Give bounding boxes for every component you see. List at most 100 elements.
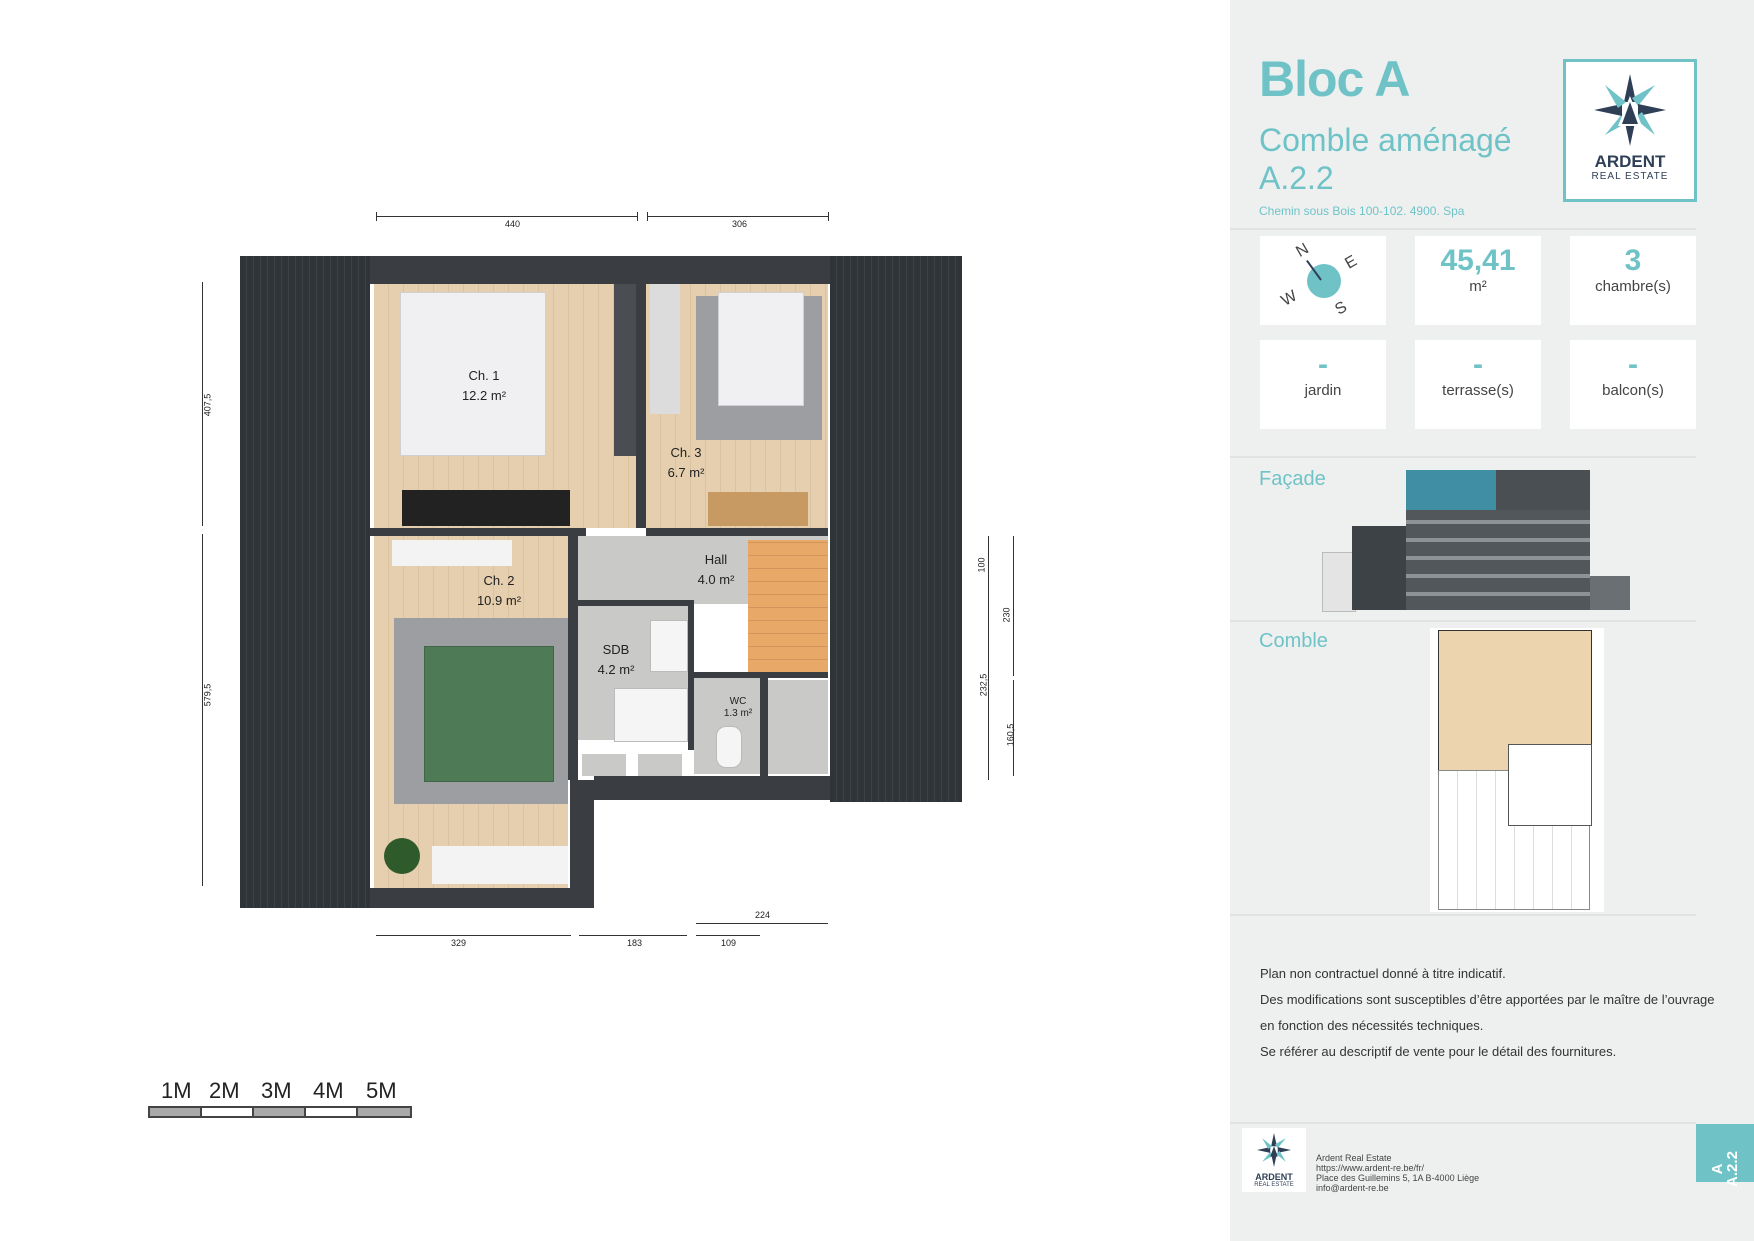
note-2: Des modifications sont susceptibles d’êt… [1260,992,1715,1007]
dim-line-top-2 [647,216,829,217]
dim-line-bottom-4 [696,923,828,924]
dim-right-2: 230 [1001,607,1012,623]
compass-s: S [1332,298,1350,319]
floor-plan: 440 306 407,5 579,5 100 230 232,5 160,5 [148,212,1016,1118]
scale-segment [252,1106,306,1118]
logo-sub: REAL ESTATE [1591,171,1669,182]
cabinet [582,754,626,776]
wall-ch1-ch3 [636,284,646,528]
wall-wc-storage [760,672,768,776]
wardrobe [614,284,636,456]
facade-main [1406,510,1590,610]
wall-ch2-sdb [568,536,578,780]
bed-ch3 [718,292,804,406]
dim-line-right-1 [988,536,989,604]
scale-label-5: 5M [366,1078,397,1103]
note-3: en fonction des nécessités techniques. [1260,1018,1484,1033]
dim-right-4: 160,5 [1005,723,1016,747]
shower [614,688,688,742]
rooms-card: 3 chambre(s) [1570,236,1696,325]
dim-top-2: 306 [732,219,748,229]
scale-segment [304,1106,358,1118]
footer-contact: Ardent Real Estate https://www.ardent-re… [1316,1153,1479,1193]
facade-title: Façade [1259,468,1326,490]
bloc-title: Bloc A [1259,51,1410,107]
compass-w: W [1278,287,1301,310]
dim-right-3: 232,5 [978,673,989,697]
footer-address: Place des Guillemins 5, 1A B-4000 Liège [1316,1173,1480,1183]
footer-logo-star-icon [1256,1132,1292,1168]
wall-notch [570,780,594,908]
dim-bottom-3: 109 [721,938,737,948]
tv-cabinet [402,490,570,526]
dim-line-left-1 [202,282,203,526]
balcony-card: - balcon(s) [1570,340,1696,429]
scale-label-1: 1M [161,1078,192,1103]
compass-card: N E S W [1260,236,1386,325]
terrace-value: - [1473,348,1483,381]
rooms-label: chambre(s) [1595,278,1671,295]
dim-line-bottom-2 [579,935,687,936]
scale-segment [200,1106,254,1118]
dim-bottom-2: 183 [627,938,643,948]
logo-box: ARDENT REAL ESTATE [1563,59,1697,202]
cabinet-ch2 [432,846,568,884]
plant [384,838,420,874]
toilet [716,726,742,768]
scale-label-3: 3M [261,1078,292,1103]
scale-segment [148,1106,202,1118]
wall-ch1-ch2 [370,528,586,536]
facade-image [1322,470,1630,612]
unit-tab-text: A A.2.2 [1709,1144,1741,1194]
facade-tree [1322,552,1356,612]
desk-ch3 [708,492,808,526]
facade-roof-teal [1406,470,1496,510]
footer-url[interactable]: https://www.ardent-re.be/fr/ [1316,1163,1425,1173]
scale-label-4: 4M [313,1078,344,1103]
garden-label: jardin [1304,382,1342,399]
divider [1230,228,1696,230]
dim-line-bottom-1 [376,935,571,936]
tab-unit: A.2.2 [1724,1151,1741,1187]
unit-type: Comble aménagé [1259,122,1512,158]
wall-sdb-wc [688,600,694,750]
dim-line-right-2 [988,604,989,780]
bed-ch1 [400,292,546,456]
dim-line-bottom-3 [696,935,760,936]
divider [1230,914,1696,916]
footer-company: Ardent Real Estate [1316,1153,1392,1163]
dim-bottom-1: 329 [451,938,467,948]
area-value: 45,41 [1440,244,1516,277]
cabinet [638,754,682,776]
garden-card: - jardin [1260,340,1386,429]
divider [1230,456,1696,458]
terrace-label: terrasse(s) [1442,382,1514,399]
area-unit: m² [1469,278,1487,295]
dim-tick [828,212,829,221]
rooms-value: 3 [1624,244,1642,277]
tab-bloc: A [1709,1163,1726,1175]
dim-left-2: 579,5 [202,683,213,707]
dim-top-1: 440 [505,219,521,229]
storage-floor [768,680,828,774]
logo-star-icon [1594,74,1666,146]
dim-right-1: 100 [976,557,987,573]
facade-wing-right [1590,576,1630,610]
dim-tick [376,212,377,221]
logo-name: ARDENT [1594,152,1666,171]
sink [650,620,688,672]
scale-label-2: 2M [209,1078,240,1103]
footer-email[interactable]: info@ardent-re.be [1316,1183,1389,1193]
dim-left-1: 407,5 [202,393,213,417]
garden-value: - [1318,348,1328,381]
wall-bottom-right [594,776,830,800]
wall-top [370,256,830,284]
wall-hall-sdb [578,600,694,606]
address: Chemin sous Bois 100-102. 4900. Spa [1259,204,1465,218]
footer-logo: ARDENT REAL ESTATE [1242,1128,1306,1192]
closet-ch3 [650,284,680,414]
dim-bottom-4: 224 [755,910,771,920]
